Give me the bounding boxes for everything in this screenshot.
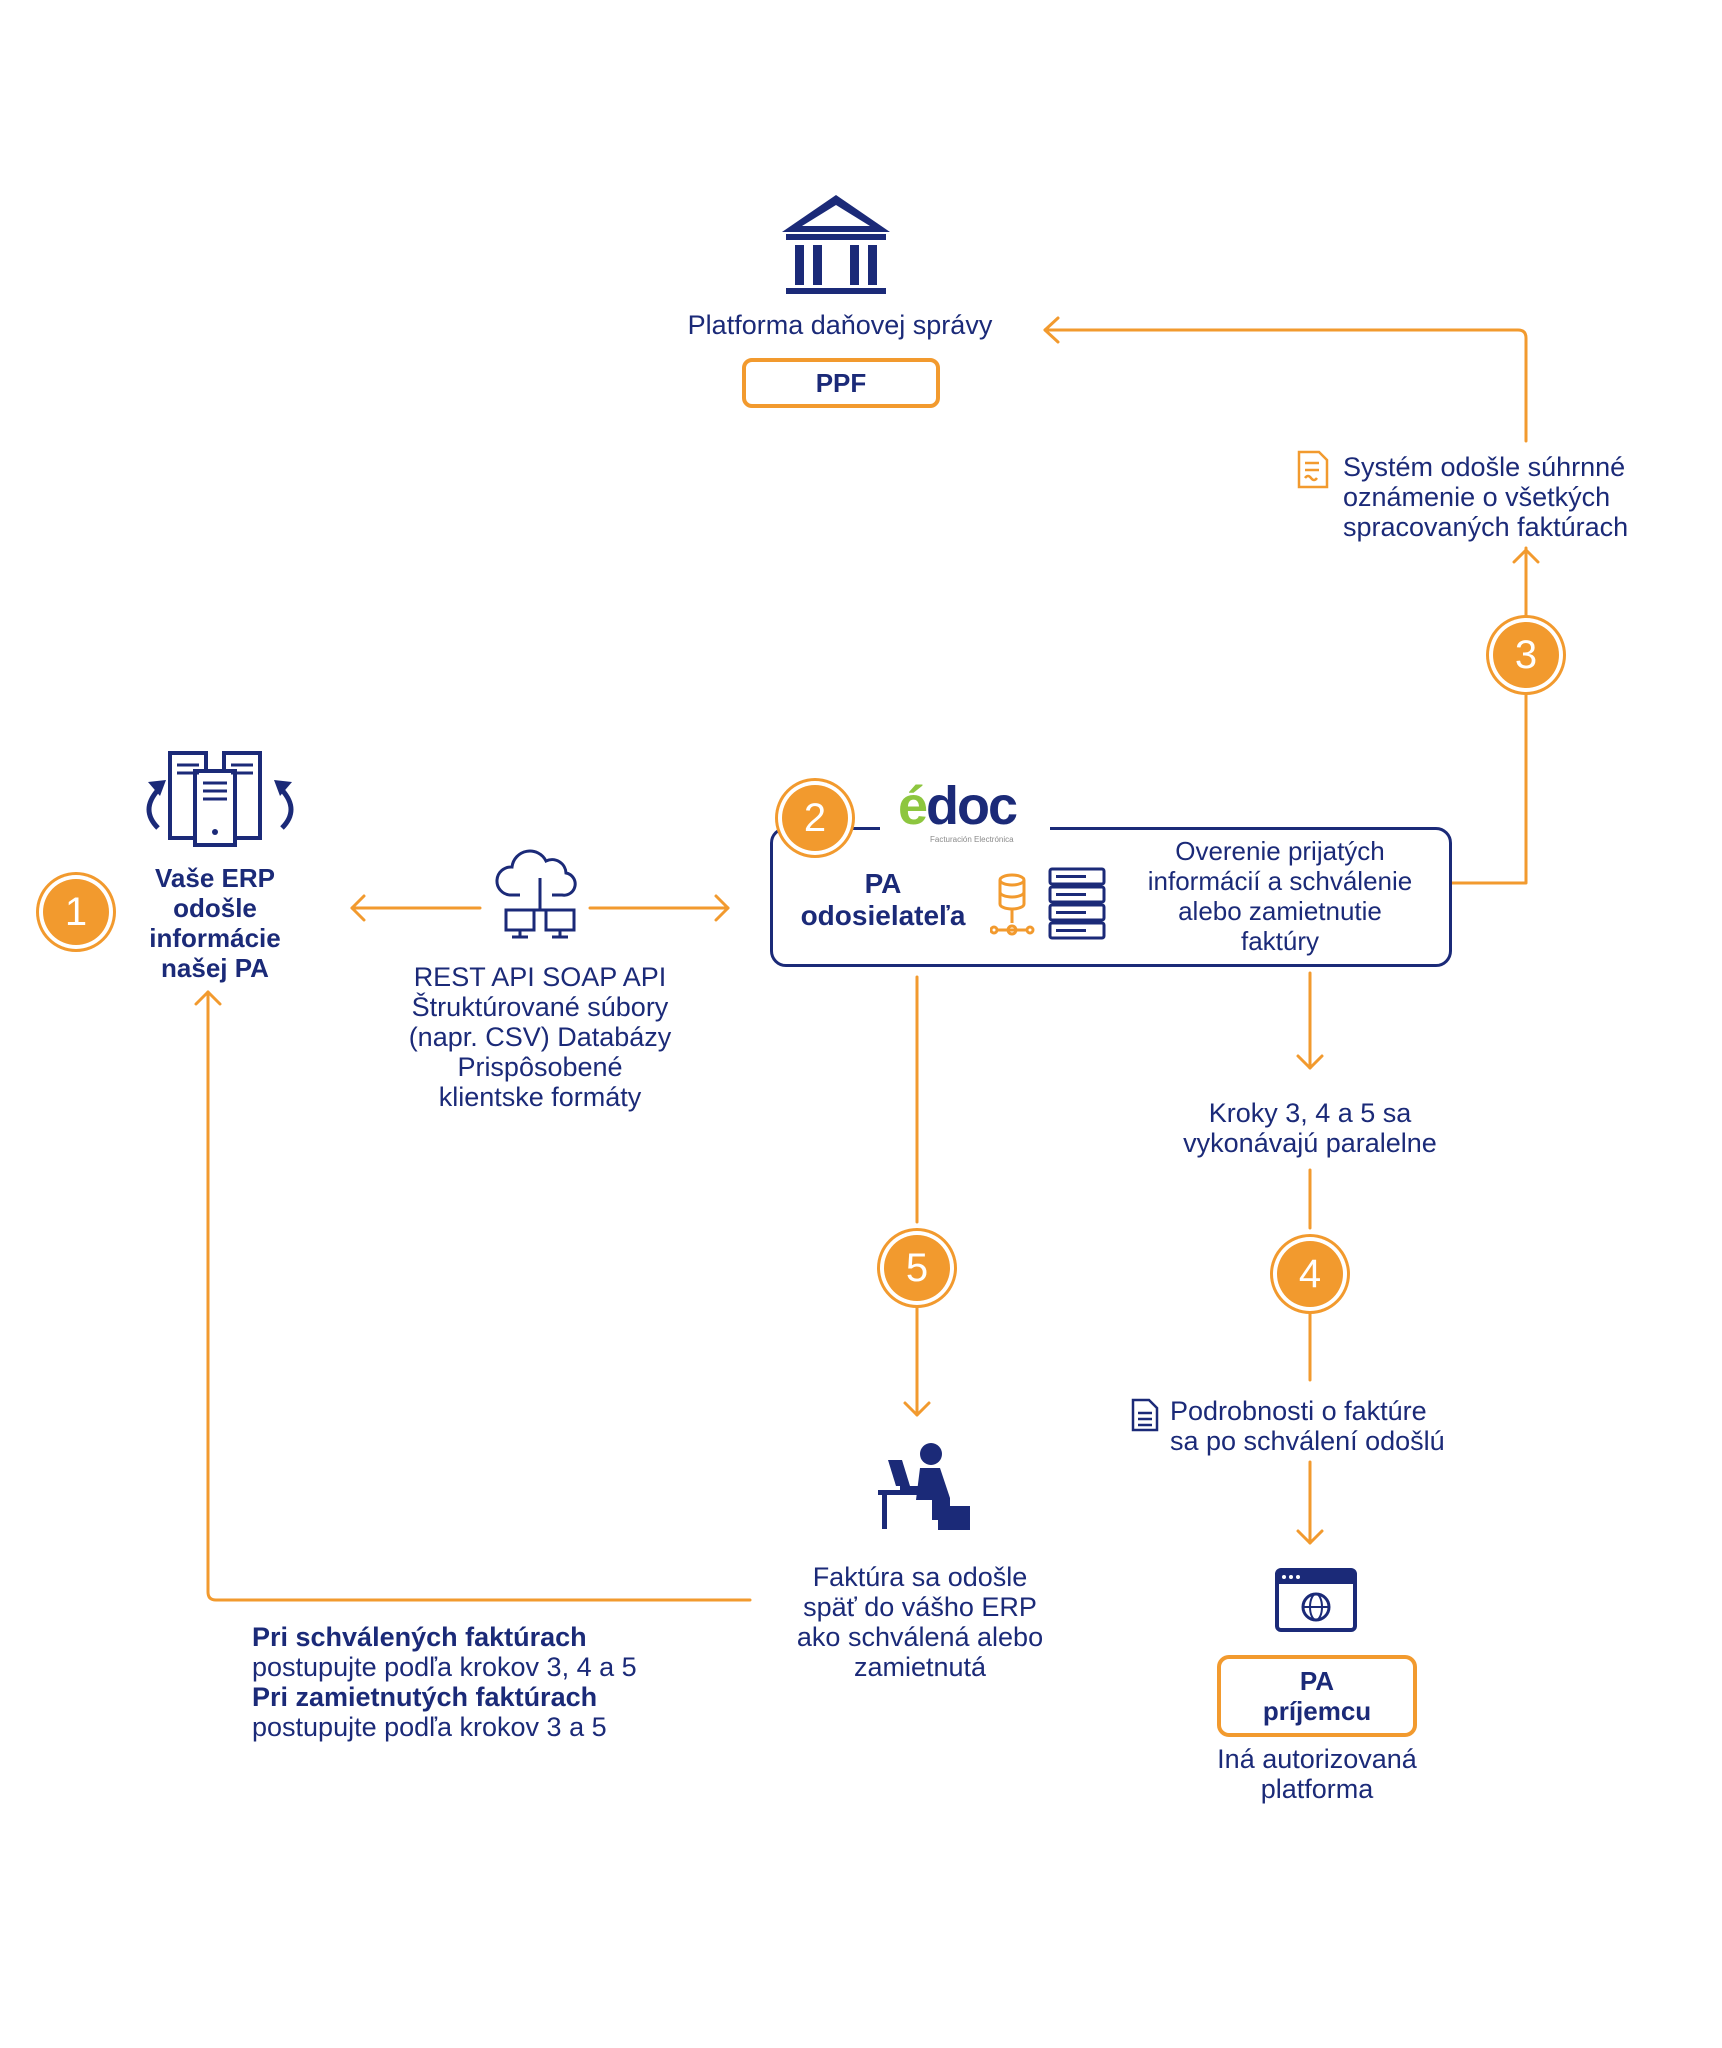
arrow-head-receiver [1296, 1529, 1324, 1545]
arrow-head-erp-return [194, 990, 222, 1006]
arrow-head-pa [714, 894, 730, 922]
edoc-logo: édoc Facturación Electrónica [880, 775, 1050, 853]
connector-pa-to-ppf [1450, 546, 1528, 885]
rejected-rule-text: postupujte podľa krokov 3 a 5 [252, 1712, 607, 1742]
step3-note: Systém odošle súhrnné oznámenie o všetký… [1343, 452, 1629, 542]
ppf-box: PPF [742, 358, 940, 408]
document-lines-icon [1131, 1398, 1159, 1432]
pa-receiver-box: PA príjemcu [1217, 1655, 1417, 1737]
parallel-note: Kroky 3, 4 a 5 sa vykonávajú paralelne [1183, 1098, 1437, 1158]
person-at-laptop-icon [878, 1443, 970, 1530]
arrow-head-erp [350, 894, 366, 922]
browser-globe-icon [1275, 1568, 1357, 1632]
servers-sync-icon [146, 751, 294, 847]
connector-return-to-erp [206, 990, 752, 1602]
return-note: Faktúra sa odošle späť do vášho ERP ako … [796, 1562, 1044, 1682]
arrow-head-ppf [1043, 316, 1060, 344]
step-2-badge: 2 [782, 785, 848, 851]
edoc-logo-mark: édoc [898, 776, 1018, 836]
rejected-rule-title: Pri zamietnutých faktúrach [252, 1682, 598, 1712]
edoc-logo-tagline: Facturación Electrónica [930, 835, 1014, 844]
arrow-head-parallel [1296, 1054, 1324, 1070]
pa-sender-box [770, 827, 1452, 967]
approved-rule-text: postupujte podľa krokov 3, 4 a 5 [252, 1652, 637, 1682]
cloud-network-icon [495, 849, 577, 939]
step4-note: Podrobnosti o faktúre sa po schválení od… [1170, 1396, 1445, 1456]
database-server-icon [990, 867, 1106, 940]
pa-sender-label: PA odosielateľa [800, 868, 966, 931]
erp-label: Vaše ERP odošle informácie našej PA [149, 863, 281, 983]
pa-verification-text: Overenie prijatých informácií a schválen… [1147, 836, 1413, 956]
arrow-head-person [903, 1401, 931, 1417]
step-4-badge: 4 [1277, 1241, 1343, 1307]
ppf-label: Platforma daňovej správy [687, 310, 993, 340]
government-building-icon [782, 195, 890, 294]
arrow-head-note3 [1512, 548, 1540, 564]
document-icon [1297, 450, 1329, 489]
step-1-badge: 1 [43, 879, 109, 945]
integration-methods: REST API SOAP API Štruktúrované súbory (… [408, 962, 672, 1112]
approved-rule-title: Pri schválených faktúrach [252, 1622, 587, 1652]
step-3-badge: 3 [1493, 622, 1559, 688]
connector-note3-to-ppf [1043, 328, 1528, 443]
receiver-label: Iná autorizovaná platforma [1217, 1744, 1417, 1804]
step-5-badge: 5 [884, 1235, 950, 1301]
